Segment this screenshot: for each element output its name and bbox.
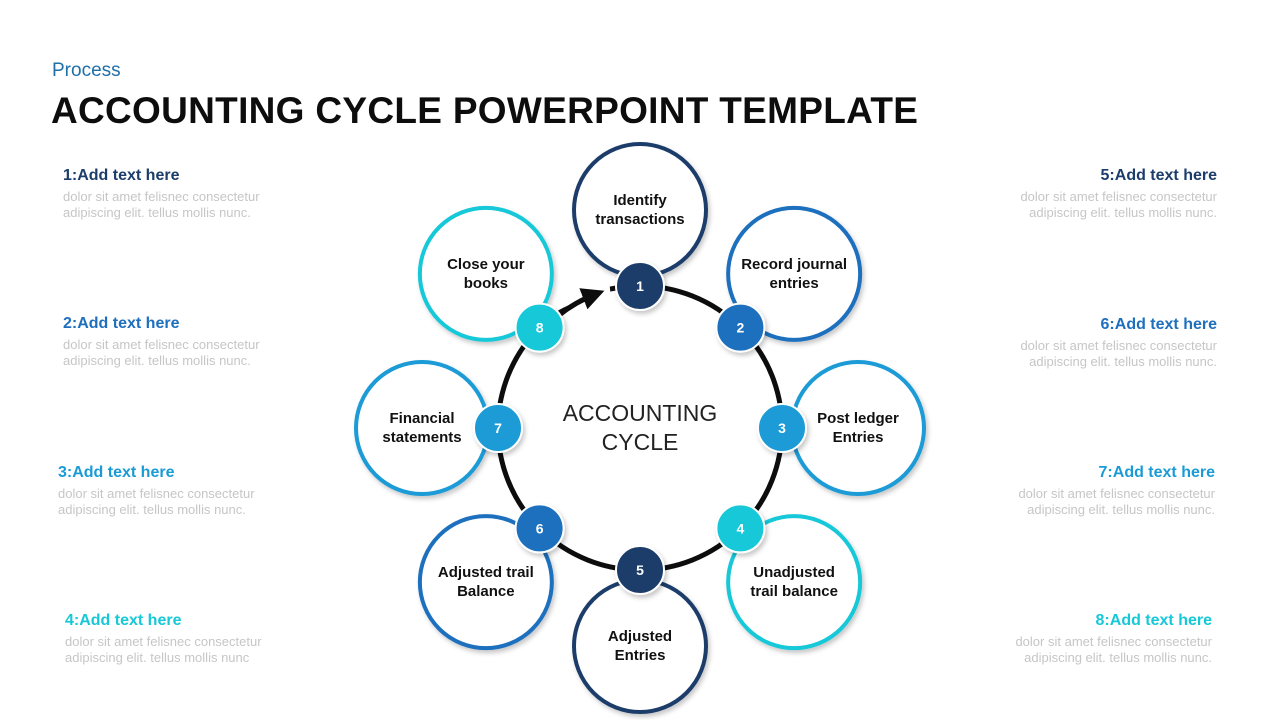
step-3-number-badge	[757, 403, 807, 453]
note-4-line1: dolor sit amet felisnec consectetur	[65, 634, 262, 649]
note-7-heading: 7:Add text here	[1098, 464, 1215, 481]
section-kicker: Process	[52, 60, 121, 81]
note-6: 6:Add text here dolor sit amet felisnec …	[917, 316, 1217, 370]
step-2-label-line2: entries	[770, 275, 819, 292]
step-7-number: 7	[494, 420, 502, 436]
note-1-line2: adipiscing elit. tellus mollis nunc.	[63, 205, 251, 220]
note-7: 7:Add text here dolor sit amet felisnec …	[915, 464, 1215, 518]
note-7-line2: adipiscing elit. tellus mollis nunc.	[1027, 502, 1215, 517]
step-2: Record journal entries 2	[715, 205, 863, 353]
note-8: 8:Add text here dolor sit amet felisnec …	[912, 612, 1212, 666]
note-1-body: dolor sit amet felisnec consectetur adip…	[63, 189, 363, 221]
step-7-label-line1: Financial	[389, 410, 454, 427]
note-8-line2: adipiscing elit. tellus mollis nunc.	[1024, 650, 1212, 665]
step-2-outer-circle	[726, 205, 863, 342]
note-8-line1: dolor sit amet felisnec consectetur	[1015, 634, 1212, 649]
note-8-body: dolor sit amet felisnec consectetur adip…	[912, 634, 1212, 666]
step-5-label-line2: Entries	[615, 647, 666, 664]
step-6-outer-circle	[417, 514, 554, 651]
step-4-label-line2: trail balance	[750, 583, 838, 600]
step-3-outer-circle	[790, 360, 926, 496]
note-5-line1: dolor sit amet felisnec consectetur	[1020, 189, 1217, 204]
note-1: 1:Add text here dolor sit amet felisnec …	[63, 167, 363, 221]
step-4-outer-circle	[726, 514, 863, 651]
step-5-label-line1: Adjusted	[608, 628, 672, 645]
step-8-label-line1: Close your	[447, 256, 525, 273]
note-2-line1: dolor sit amet felisnec consectetur	[63, 337, 260, 352]
step-2-number: 2	[737, 320, 745, 336]
step-2-number-badge	[715, 302, 766, 353]
note-3-line1: dolor sit amet felisnec consectetur	[58, 486, 255, 501]
note-7-body: dolor sit amet felisnec consectetur adip…	[915, 486, 1215, 518]
note-1-heading: 1:Add text here	[63, 167, 180, 184]
step-6-label-line2: Balance	[457, 583, 515, 600]
center-label-line1: ACCOUNTING	[563, 400, 718, 426]
step-1-label-line2: transactions	[595, 211, 684, 228]
note-6-body: dolor sit amet felisnec consectetur adip…	[917, 338, 1217, 370]
step-4: Unadjusted trail balance 4	[715, 503, 863, 651]
note-4-body: dolor sit amet felisnec consectetur adip…	[65, 634, 365, 666]
note-6-line2: adipiscing elit. tellus mollis nunc.	[1029, 354, 1217, 369]
step-5-number: 5	[636, 562, 644, 578]
note-5-heading: 5:Add text here	[1100, 167, 1217, 184]
note-7-line1: dolor sit amet felisnec consectetur	[1018, 486, 1215, 501]
step-7-label-line2: statements	[382, 429, 461, 446]
note-3: 3:Add text here dolor sit amet felisnec …	[58, 464, 358, 518]
note-4: 4:Add text here dolor sit amet felisnec …	[65, 612, 365, 666]
note-1-line1: dolor sit amet felisnec consectetur	[63, 189, 260, 204]
step-4-number-badge	[715, 503, 766, 554]
note-4-line2: adipiscing elit. tellus mollis nunc	[65, 650, 250, 665]
step-1-number-badge	[615, 261, 665, 311]
step-5-outer-circle	[572, 578, 708, 714]
page-title: ACCOUNTING CYCLE POWERPOINT TEMPLATE	[51, 90, 919, 131]
step-7: Financial statements 7	[354, 360, 523, 496]
step-5-number-badge	[615, 545, 665, 595]
cycle-arrow	[556, 288, 605, 318]
step-7-outer-circle	[354, 360, 490, 496]
step-6-label-line1: Adjusted trail	[438, 564, 534, 581]
step-1-label-line1: Identify	[613, 192, 667, 209]
note-6-line1: dolor sit amet felisnec consectetur	[1020, 338, 1217, 353]
step-8-number-badge	[514, 302, 565, 353]
note-5: 5:Add text here dolor sit amet felisnec …	[917, 167, 1217, 221]
step-8-number: 8	[536, 320, 544, 336]
note-2-heading: 2:Add text here	[63, 315, 180, 332]
step-3-label-line2: Entries	[833, 429, 884, 446]
step-1-outer-circle	[572, 142, 708, 278]
step-7-number-badge	[473, 403, 523, 453]
step-3-number: 3	[778, 420, 786, 436]
note-2: 2:Add text here dolor sit amet felisnec …	[63, 315, 363, 369]
note-3-body: dolor sit amet felisnec consectetur adip…	[58, 486, 358, 518]
note-6-heading: 6:Add text here	[1100, 316, 1217, 333]
note-5-line2: adipiscing elit. tellus mollis nunc.	[1029, 205, 1217, 220]
note-3-line2: adipiscing elit. tellus mollis nunc.	[58, 502, 246, 517]
step-8-outer-circle	[417, 205, 554, 342]
note-2-body: dolor sit amet felisnec consectetur adip…	[63, 337, 363, 369]
step-1-number: 1	[636, 278, 644, 294]
step-4-number: 4	[737, 520, 745, 536]
step-2-label-line1: Record journal	[741, 256, 847, 273]
note-2-line2: adipiscing elit. tellus mollis nunc.	[63, 353, 251, 368]
step-8-label-line2: books	[464, 275, 508, 292]
step-3-label-line1: Post ledger	[817, 410, 899, 427]
note-5-body: dolor sit amet felisnec consectetur adip…	[917, 189, 1217, 221]
step-8: Close your books 8	[417, 205, 565, 353]
note-8-heading: 8:Add text here	[1095, 612, 1212, 629]
step-6-number-badge	[514, 503, 565, 554]
note-3-heading: 3:Add text here	[58, 464, 175, 481]
center-label-line2: CYCLE	[602, 429, 679, 455]
step-1: Identify transactions 1	[572, 142, 708, 311]
step-4-label-line1: Unadjusted	[753, 564, 835, 581]
step-6-number: 6	[536, 520, 544, 536]
note-4-heading: 4:Add text here	[65, 612, 182, 629]
